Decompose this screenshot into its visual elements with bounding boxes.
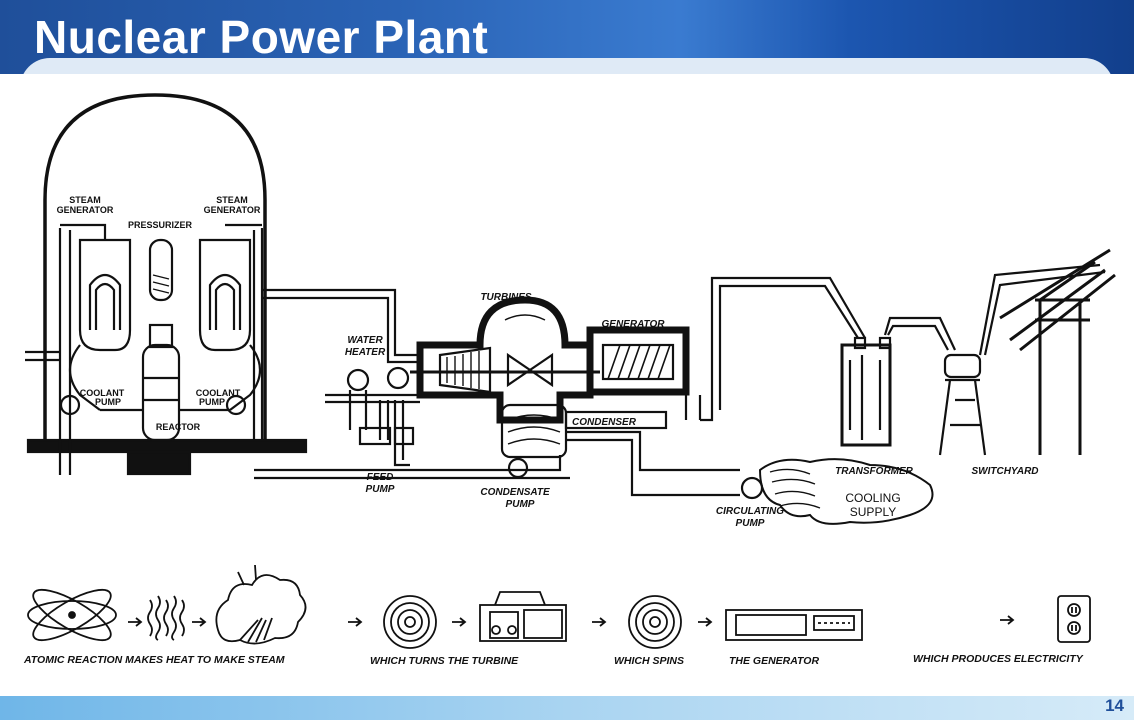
page-number: 14 [1105, 696, 1124, 715]
nuclear-plant-diagram: STEAM GENERATOR STEAM GENERATOR PRESSURI… [23, 93, 1116, 667]
atom-icon [27, 588, 117, 642]
label-condenser: CONDENSER [572, 417, 637, 428]
arrow-right-icon [348, 617, 363, 627]
arrow-right-icon [452, 617, 467, 627]
label-steam-generator-right-2: GENERATOR [204, 205, 261, 215]
label-condensate-pump: CONDENSATE [480, 487, 550, 498]
label-turbines: TURBINES [480, 292, 531, 303]
label-steam-generator-right: STEAM [216, 195, 248, 205]
condenser-unit [500, 403, 740, 497]
label-cooling-supply: COOLING [845, 491, 900, 505]
label-cooling-supply-2: SUPPLY [850, 505, 896, 519]
label-condensate-pump-2: PUMP [506, 499, 535, 510]
generator-icon [725, 609, 863, 641]
caption-step2: WHICH TURNS THE TURBINE [370, 655, 519, 667]
containment-dome [43, 93, 267, 440]
heat-waves-icon [147, 595, 185, 641]
slide-title: Nuclear Power Plant [34, 11, 489, 63]
cooling-supply [758, 458, 934, 525]
condensate-pump [507, 457, 529, 479]
steam-cloud-icon [215, 564, 307, 645]
label-water-heater-2: HEATER [345, 347, 386, 358]
label-coolant-pump-left-2: PUMP [95, 397, 121, 407]
arrow-right-icon [128, 617, 143, 627]
turbine-icon [479, 591, 567, 642]
generator-unit [586, 326, 702, 420]
transformer-unit [840, 316, 956, 447]
water-heater-2 [386, 366, 410, 390]
label-switchyard: SWITCHYARD [971, 466, 1038, 477]
label-circulating-pump-2: PUMP [736, 518, 765, 529]
spin-rings-icon [383, 595, 437, 649]
steam-generator-left [58, 223, 132, 440]
coolant-pump-right [225, 394, 247, 416]
arrow-right-icon [592, 617, 607, 627]
coolant-pump-left [59, 394, 81, 416]
caption-step3: WHICH SPINS [614, 655, 684, 667]
label-feed-pump: FEED [367, 472, 394, 483]
circulating-pump [740, 476, 764, 500]
label-steam-generator-left: STEAM [69, 195, 101, 205]
steam-generator-right [198, 223, 264, 440]
arrow-right-icon [1000, 615, 1015, 625]
transmission-tower [999, 248, 1116, 455]
arrow-right-icon [192, 617, 207, 627]
label-reactor: REACTOR [156, 422, 201, 432]
diagram-area: STEAM GENERATOR STEAM GENERATOR PRESSURI… [0, 74, 1134, 696]
label-coolant-pump-right-2: PUMP [199, 397, 225, 407]
label-coolant-pump-right: COOLANT [196, 388, 241, 398]
label-generator: GENERATOR [602, 319, 666, 330]
reactor-foundation [126, 450, 192, 476]
turbine-housing [410, 296, 600, 424]
footer-bar [0, 696, 1134, 720]
caption-step1: ATOMIC REACTION MAKES HEAT TO MAKE STEAM [23, 654, 285, 666]
caption-step5: WHICH PRODUCES ELECTRICITY [913, 653, 1084, 665]
label-pressurizer: PRESSURIZER [128, 220, 193, 230]
label-water-heater: WATER [347, 335, 383, 346]
arrow-right-icon [698, 617, 713, 627]
reactor-vessel [100, 323, 230, 442]
label-circulating-pump: CIRCULATING [716, 506, 784, 517]
label-steam-generator-left-2: GENERATOR [57, 205, 114, 215]
pressurizer-vessel [148, 238, 174, 302]
spin-rings-icon [628, 595, 682, 649]
caption-step4: THE GENERATOR [729, 655, 819, 667]
label-coolant-pump-left: COOLANT [80, 388, 125, 398]
electrical-outlet-icon [1057, 595, 1091, 643]
label-feed-pump-2: PUMP [366, 484, 395, 495]
label-transformer: TRANSFORMER [835, 466, 914, 477]
water-heater-1 [346, 368, 370, 392]
